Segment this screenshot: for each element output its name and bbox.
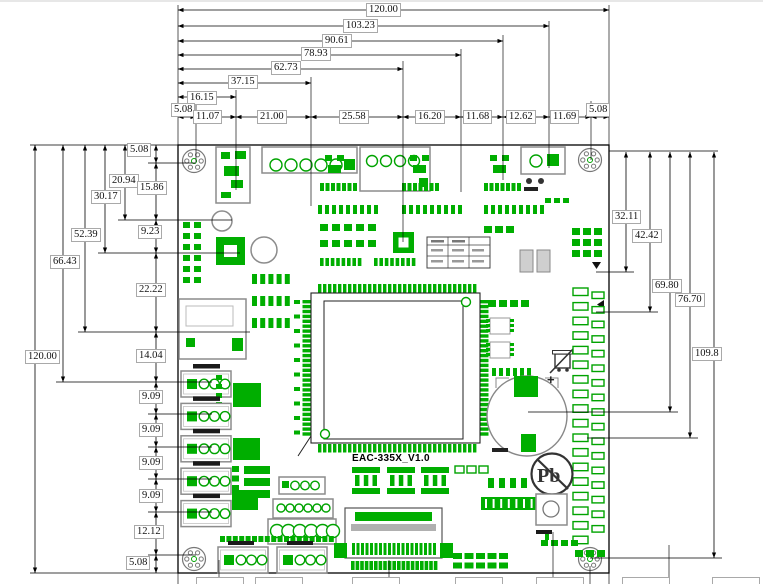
dim-label: 69.80 [652,279,682,293]
dim-label: 62.73 [271,61,301,75]
dim-label: 32.11 [612,210,642,224]
dim-label-clipped [255,577,303,584]
dim-label: 5.08 [127,143,152,157]
dim-label: 5.08 [586,103,611,117]
wheelie-bin-icon [549,347,575,374]
dim-label: 11.69 [550,110,580,124]
dim-label: 15.86 [137,181,167,195]
dim-label-clipped [712,577,760,584]
bottom-center-components [220,465,545,545]
dim-label: 66.43 [50,255,80,269]
battery-holder: + [486,372,568,457]
dim-label: 76.70 [675,293,705,307]
dim-label: 42.42 [632,229,662,243]
dim-label-clipped [622,577,670,584]
dim-label: 11.68 [463,110,493,124]
right-mid-components [484,226,604,376]
pb-text: Pb [537,465,560,487]
left-connector-stack [180,364,261,528]
top-edge-connectors [215,146,566,204]
silkscreen-table [426,236,491,269]
dim-label: 20.94 [109,174,139,188]
dim-label-clipped [455,577,503,584]
dim-label: 9.09 [139,456,164,470]
dim-label: 9.09 [139,489,164,503]
dim-label: 90.61 [322,34,352,48]
dim-label: 11.07 [193,110,223,124]
dim-label: 78.93 [301,47,331,61]
left-components [178,210,300,435]
ethernet-connector [178,298,247,360]
cpu-qfp [297,284,489,457]
dim-label: 16.20 [415,110,445,124]
dim-label: 30.17 [91,190,121,204]
dim-label: 37.15 [228,75,258,89]
dim-label: 120.00 [25,350,60,364]
above-cpu-smd [320,224,491,269]
dim-label: 5.08 [171,103,196,117]
battery-plus-mark: + [547,372,555,387]
top-smd-area [318,155,569,214]
ffc-connector [334,507,453,570]
dim-label: 5.08 [126,556,151,570]
extension-lines [30,5,722,584]
right-pad-columns [572,287,605,545]
dim-label: 9.09 [139,423,164,437]
dim-label: 12.62 [506,110,536,124]
dim-label-clipped [196,577,244,584]
dim-label: 109.8 [692,347,722,361]
dim-label: 120.00 [366,3,401,17]
screen-edge [0,0,763,2]
pb-free-icon: Pb [530,452,574,496]
dim-label: 14.04 [136,349,166,363]
dim-label: 52.39 [71,228,101,242]
dim-label: 12.12 [134,525,164,539]
dim-label: 9.09 [139,390,164,404]
dim-label-clipped [536,577,584,584]
dim-label: 25.58 [339,110,369,124]
dim-label: 22.22 [136,283,166,297]
dim-label: 21.00 [257,110,287,124]
dim-label-clipped [352,577,400,584]
board-name-label: EAC-335X_V1.0 [352,453,430,464]
dim-label: 9.23 [138,225,163,239]
dim-label: 103.23 [343,19,378,33]
bottom-edge-connectors [217,493,605,574]
